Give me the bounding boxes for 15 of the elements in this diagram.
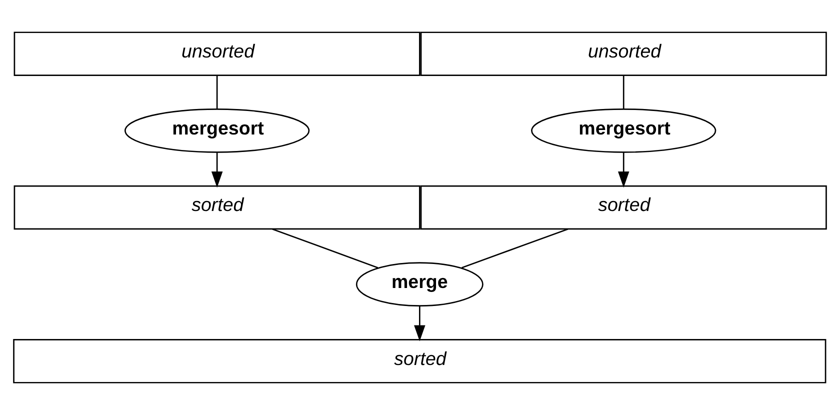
arrow (211, 152, 223, 188)
connector (272, 228, 378, 268)
node-box: sorted (14, 184, 420, 230)
arrow (618, 152, 630, 188)
connector (622, 74, 624, 108)
connector (216, 74, 218, 108)
node-ellipse: mergesort (531, 108, 716, 152)
node-ellipse: mergesort (124, 108, 310, 152)
arrow (414, 306, 426, 341)
node-ellipse: merge (356, 262, 484, 306)
node-box: sorted (420, 184, 827, 230)
node-box: unsorted (14, 31, 420, 76)
node-box: sorted (13, 338, 826, 383)
connector (462, 228, 568, 268)
node-box: unsorted (420, 31, 827, 76)
